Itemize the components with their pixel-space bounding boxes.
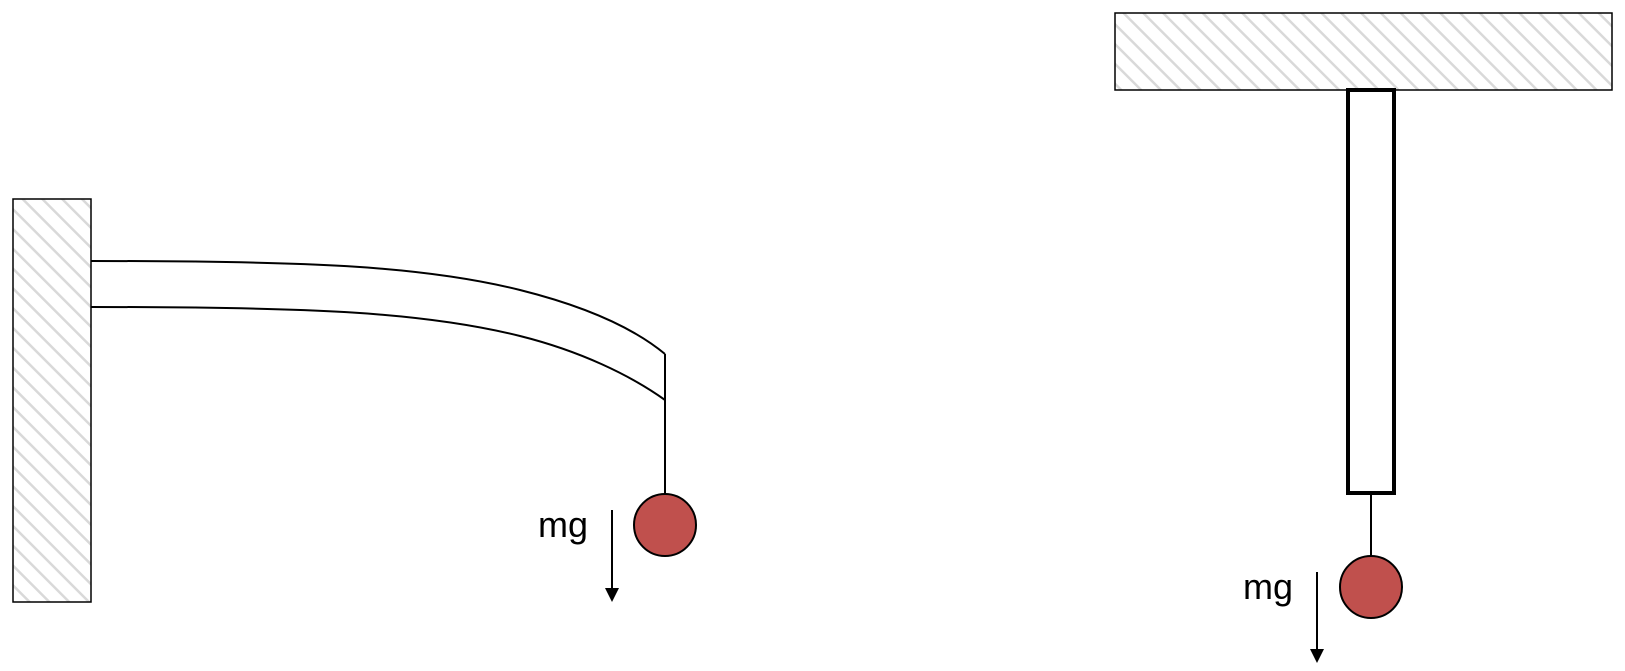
cantilever-figure: mg — [12, 198, 697, 603]
force-label: mg — [538, 504, 588, 545]
rod — [1346, 88, 1396, 495]
gravity-arrow — [605, 510, 619, 602]
hanging-rod-figure: mg — [1114, 12, 1613, 663]
ceiling-support — [1114, 12, 1613, 91]
gravity-arrow — [1310, 572, 1324, 663]
force-label: mg — [1243, 566, 1293, 607]
wall-support — [12, 198, 92, 603]
mass-ball — [1339, 555, 1403, 619]
beam-top-edge — [90, 260, 666, 355]
mass-ball — [633, 493, 697, 557]
beam-bottom-edge — [90, 306, 666, 401]
